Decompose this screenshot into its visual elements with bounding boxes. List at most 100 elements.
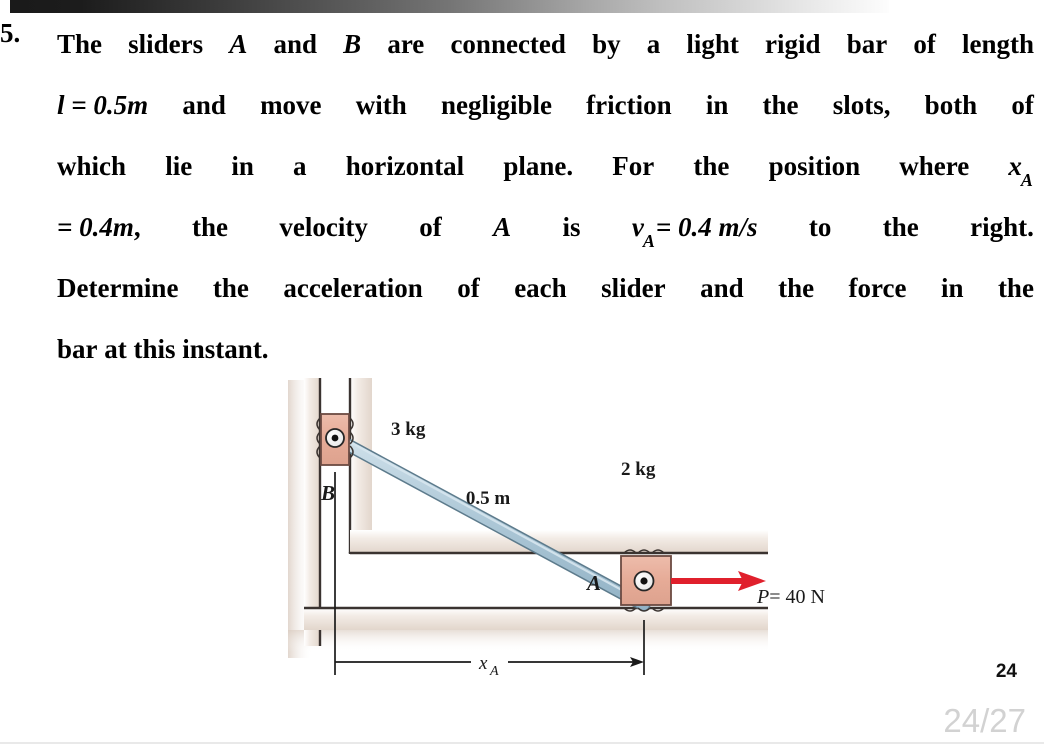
word: a bbox=[646, 29, 661, 59]
word: the bbox=[997, 273, 1034, 303]
word: of bbox=[1011, 90, 1034, 120]
equation-xa-text: = 0.4m bbox=[57, 212, 134, 242]
equation-xa-value: = 0.4m, bbox=[57, 197, 141, 258]
word: the bbox=[693, 151, 730, 181]
word: the bbox=[192, 212, 229, 242]
word: the bbox=[778, 273, 815, 303]
word: light bbox=[686, 29, 739, 59]
slider-a bbox=[620, 549, 672, 612]
question-line-4: = 0.4m, the velocity of A is vA= 0.4 m/s… bbox=[57, 197, 1034, 258]
label-force-p-text: P= 40 N bbox=[757, 586, 825, 609]
word: connected bbox=[450, 29, 566, 59]
symbol-v-subscript: A bbox=[642, 231, 655, 252]
page-number: 24 bbox=[995, 661, 1017, 682]
word: horizontal bbox=[345, 151, 465, 181]
word: are bbox=[387, 29, 425, 59]
word: sliders bbox=[128, 29, 204, 59]
question-line-2: l = 0.5m and move with negligible fricti… bbox=[57, 75, 1034, 136]
word: The bbox=[57, 29, 103, 59]
word: bar bbox=[57, 334, 98, 364]
word: slider bbox=[601, 273, 666, 303]
word: each bbox=[514, 273, 567, 303]
label-mass-b: 3 kg bbox=[391, 419, 426, 440]
word: friction bbox=[586, 90, 672, 120]
mechanism-figure: B A 3 kg 2 kg 0.5 m x A bbox=[276, 372, 776, 692]
word: is bbox=[562, 212, 581, 242]
word: the bbox=[762, 90, 799, 120]
word: the bbox=[882, 212, 919, 242]
word: lie bbox=[165, 151, 193, 181]
equation-bar-length: l = 0.5m bbox=[57, 90, 149, 120]
label-slider-b: B bbox=[320, 481, 335, 505]
word: with bbox=[355, 90, 407, 120]
word: both bbox=[924, 90, 978, 120]
force-arrow-p bbox=[671, 571, 766, 591]
question-line-6: bar at this instant. bbox=[57, 319, 1034, 380]
slider-a-rollers bbox=[623, 549, 665, 612]
space bbox=[98, 319, 105, 380]
question-body: The sliders A and B are connected by a l… bbox=[57, 14, 1034, 380]
label-bar-length: 0.5 m bbox=[466, 488, 511, 509]
question-line-1: The sliders A and B are connected by a l… bbox=[57, 14, 1034, 75]
word: of bbox=[913, 29, 936, 59]
vertical-guide-structure bbox=[304, 378, 372, 646]
bottom-divider bbox=[0, 742, 1044, 744]
word: which bbox=[57, 151, 127, 181]
force-value: = 40 N bbox=[769, 586, 825, 608]
symbol-x: x bbox=[1008, 151, 1022, 181]
symbol-a: A bbox=[493, 212, 512, 242]
word: and bbox=[273, 29, 318, 59]
word: plane. bbox=[503, 151, 574, 181]
word: in bbox=[231, 151, 254, 181]
horizontal-guide-structure bbox=[304, 530, 768, 630]
word: of bbox=[457, 273, 480, 303]
question-line-5: Determine the acceleration of each slide… bbox=[57, 258, 1034, 319]
word: and bbox=[700, 273, 744, 303]
comma: , bbox=[133, 212, 141, 242]
word: rigid bbox=[765, 29, 821, 59]
word: position bbox=[768, 151, 861, 181]
equation-va-value: = 0.4 m/s bbox=[655, 212, 758, 242]
word: length bbox=[961, 29, 1034, 59]
slider-b bbox=[316, 413, 354, 466]
symbol-b: B bbox=[343, 29, 362, 59]
label-dimension-xa: x A bbox=[478, 653, 499, 679]
label-mass-a: 2 kg bbox=[621, 459, 656, 480]
word: force bbox=[848, 273, 907, 303]
word: a bbox=[293, 151, 307, 181]
word: slots, bbox=[832, 90, 891, 120]
word: where bbox=[899, 151, 970, 181]
word: bar bbox=[846, 29, 888, 59]
word: and bbox=[182, 90, 226, 120]
symbol-xa: xA bbox=[1008, 136, 1034, 206]
symbol-v: v bbox=[631, 212, 644, 242]
word: to bbox=[808, 212, 832, 242]
symbol-a: A bbox=[229, 29, 248, 59]
page-progress-indicator: 24/27 bbox=[943, 702, 1026, 739]
word: move bbox=[260, 90, 322, 120]
question-number: 5. bbox=[0, 18, 21, 48]
word: instant. bbox=[182, 334, 269, 364]
question-line-3: which lie in a horizontal plane. For the… bbox=[57, 136, 1034, 197]
force-symbol-p: P bbox=[757, 586, 770, 608]
word: at bbox=[104, 334, 127, 364]
word: acceleration bbox=[283, 273, 423, 303]
word: Determine bbox=[57, 273, 179, 303]
word: by bbox=[592, 29, 621, 59]
word: this bbox=[133, 334, 176, 364]
slider-b-rollers bbox=[316, 417, 354, 459]
space bbox=[176, 319, 183, 380]
word: negligible bbox=[440, 90, 552, 120]
word: For bbox=[612, 151, 655, 181]
equation-va: vA= 0.4 m/s bbox=[632, 197, 758, 267]
space bbox=[127, 319, 134, 380]
word: in bbox=[940, 273, 964, 303]
word: the bbox=[212, 273, 249, 303]
question-block: 5. The sliders A and B are connected by … bbox=[0, 14, 1038, 380]
svg-text:A: A bbox=[489, 664, 499, 679]
word: right. bbox=[970, 212, 1034, 242]
svg-text:x: x bbox=[478, 653, 488, 674]
symbol-x-subscript: A bbox=[1020, 170, 1033, 191]
word: velocity bbox=[279, 212, 368, 242]
top-gradient-bar bbox=[10, 0, 889, 13]
